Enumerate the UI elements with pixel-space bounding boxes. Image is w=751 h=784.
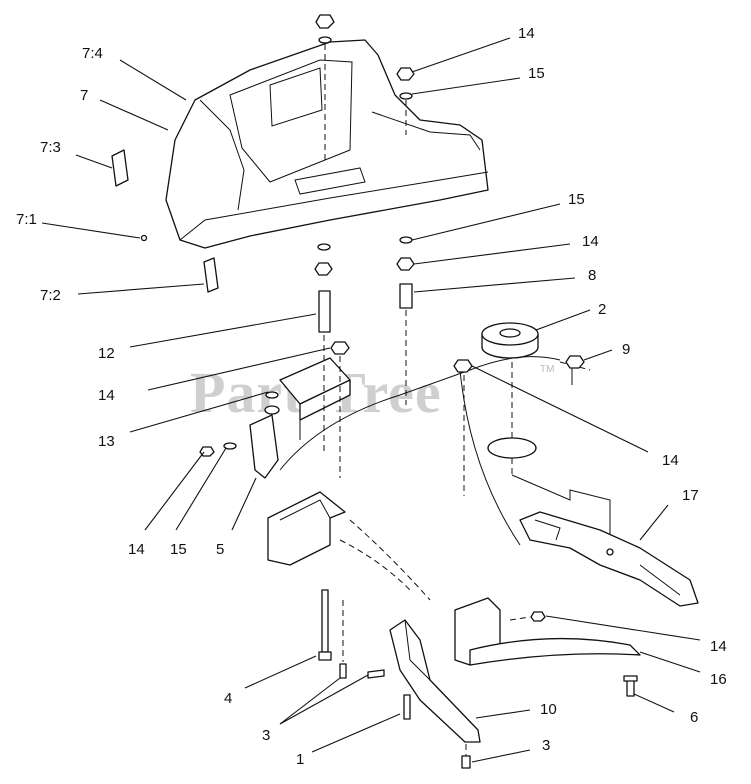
callout-5: 5: [216, 541, 224, 558]
washer-13-b: [264, 405, 280, 415]
washer-15-top: [399, 92, 413, 100]
bolt-6: [626, 679, 635, 697]
blade-17: [519, 511, 699, 607]
callout-14-b: 14: [582, 233, 599, 250]
bracket-5: [249, 414, 279, 479]
callout-6: 6: [690, 709, 698, 726]
chute-housing: [165, 39, 489, 249]
callout-14-a: 14: [518, 25, 535, 42]
callout-14-f: 14: [710, 638, 727, 655]
nut-14-lower: [396, 257, 415, 271]
callout-15-c: 15: [170, 541, 187, 558]
nut-9: [565, 355, 585, 369]
callout-2: 2: [598, 301, 606, 318]
callout-16: 16: [710, 671, 727, 688]
callout-7-1: 7:1: [16, 211, 37, 228]
leader-lines: [41, 37, 701, 763]
nut-left-lower: [314, 262, 333, 276]
callout-9: 9: [622, 341, 630, 358]
arm-10: [389, 619, 481, 743]
callout-14-d: 14: [662, 452, 679, 469]
callout-8: 8: [588, 267, 596, 284]
bracket-7-2: [203, 257, 219, 293]
nut-14-top: [396, 67, 415, 81]
lower-bracket: [267, 491, 346, 566]
washer-top: [318, 36, 332, 44]
bracket-13: [279, 357, 351, 440]
bolt-3-a: [339, 663, 347, 679]
callout-14-c: 14: [98, 387, 115, 404]
bracket-7-3: [111, 149, 129, 187]
washer-left-lower: [317, 243, 331, 251]
callout-7-3: 7:3: [40, 139, 61, 156]
callout-10: 10: [540, 701, 557, 718]
screw-7-1: [140, 234, 148, 242]
callout-1: 1: [296, 751, 304, 768]
pulley-2: [481, 322, 539, 359]
callout-14-e: 14: [128, 541, 145, 558]
callout-7-4: 7:4: [82, 45, 103, 62]
callout-4: 4: [224, 690, 232, 707]
callout-7: 7: [80, 87, 88, 104]
nut-14-deck: [453, 359, 473, 373]
deck-outline: [279, 356, 561, 471]
nut-14-upper: [330, 341, 350, 355]
bolt-3-bottom: [461, 755, 471, 769]
washer-13-a: [265, 391, 279, 399]
bolt-3-b: [367, 669, 385, 679]
deck-ring: [487, 437, 537, 459]
spacer-12: [318, 290, 331, 333]
washer-15-lower: [399, 236, 413, 244]
bolt-4: [318, 589, 332, 661]
callout-13: 13: [98, 433, 115, 450]
callout-17: 17: [682, 487, 699, 504]
spacer-8: [399, 283, 413, 309]
callout-15-b: 15: [568, 191, 585, 208]
callout-3-a: 3: [262, 727, 270, 744]
callout-labels: 7:4 7 7:3 7:1 7:2 14 15 15 14 8 2 9 12 1…: [16, 25, 727, 768]
bolt-1: [403, 694, 411, 720]
nut-top: [315, 14, 335, 29]
watermark-trademark: TM: [540, 364, 554, 375]
callout-15-a: 15: [528, 65, 545, 82]
callout-7-2: 7:2: [40, 287, 61, 304]
callout-12: 12: [98, 345, 115, 362]
callout-3-b: 3: [542, 737, 550, 754]
